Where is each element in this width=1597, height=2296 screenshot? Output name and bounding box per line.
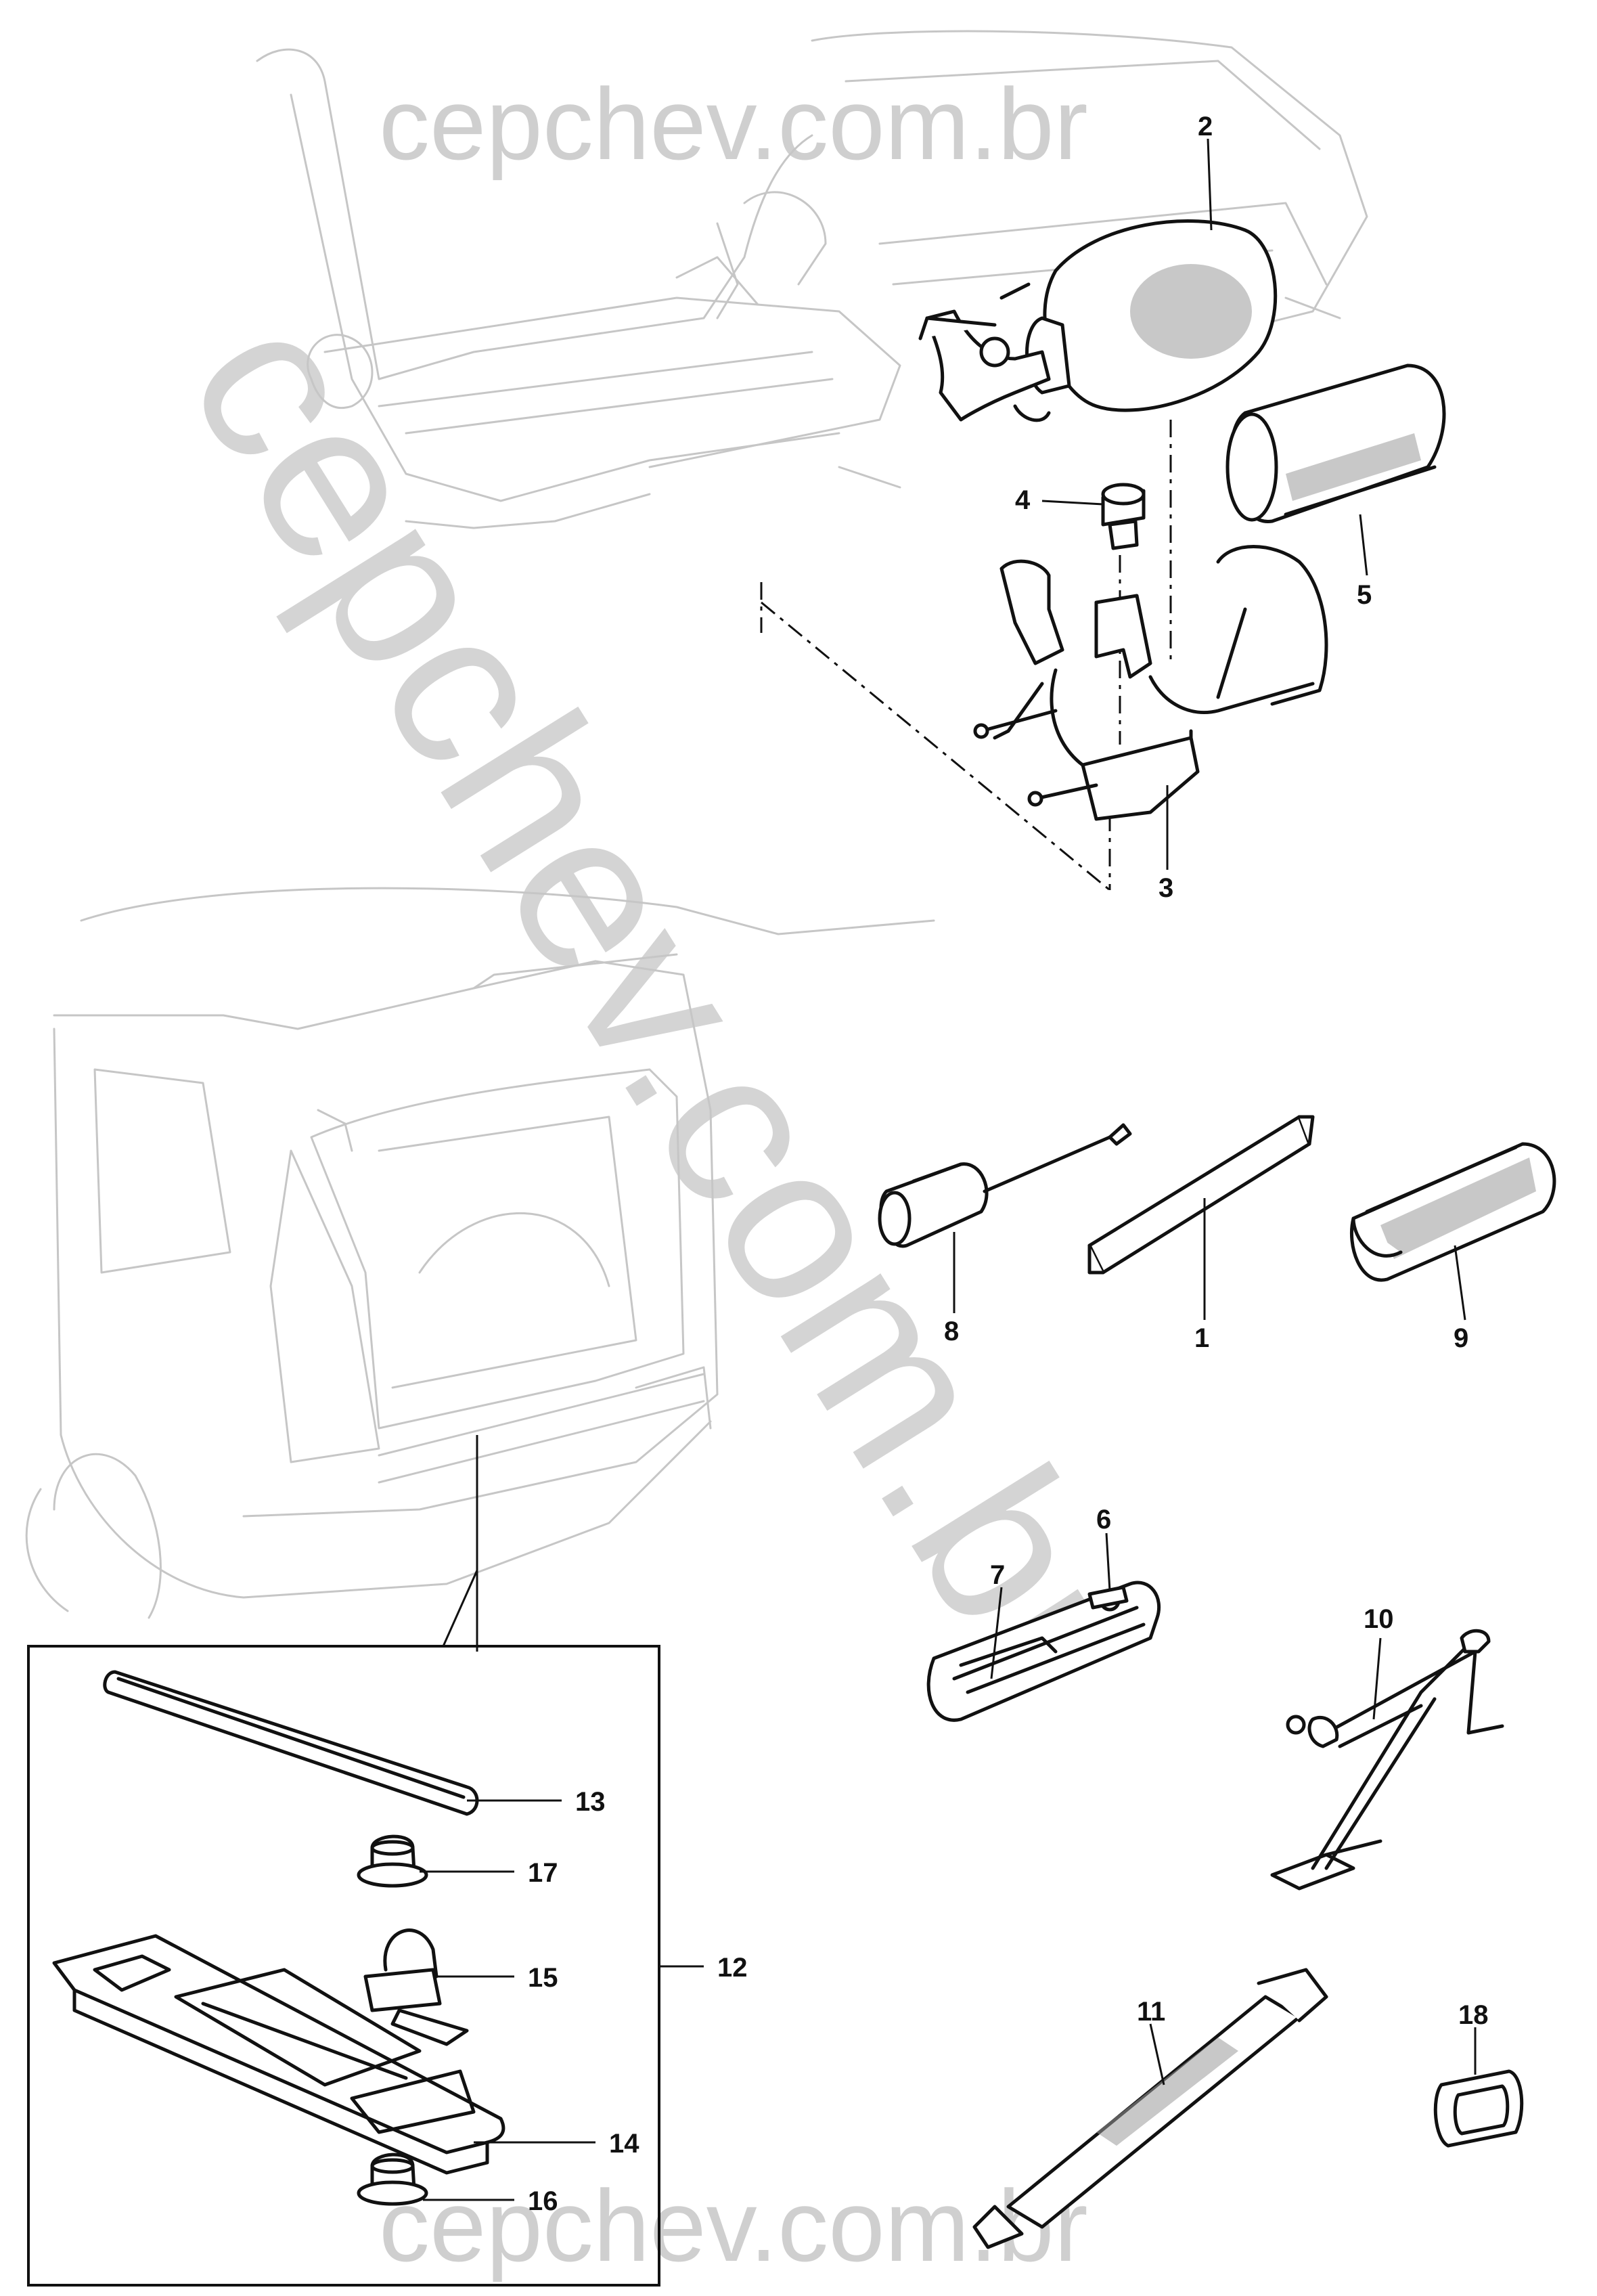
part-storage-case xyxy=(1349,1142,1556,1282)
part-seal-strip xyxy=(103,1670,479,1816)
part-rubber-grommet xyxy=(1433,2069,1524,2148)
callout-labels: 2 4 5 3 8 1 9 6 7 10 11 18 12 13 17 15 1… xyxy=(528,112,1489,2216)
callout-5: 5 xyxy=(1357,580,1372,610)
part-screwdriver xyxy=(878,1123,1132,1248)
callout-2: 2 xyxy=(1198,112,1213,141)
callout-3: 3 xyxy=(1159,873,1173,903)
callout-18: 18 xyxy=(1458,2000,1489,2030)
inset-cargo-kit-box xyxy=(27,1435,704,2287)
callout-15: 15 xyxy=(528,1963,558,1993)
callout-10: 10 xyxy=(1364,1604,1394,1634)
part-sleeve-cover xyxy=(1225,363,1446,523)
callout-14: 14 xyxy=(609,2129,639,2159)
vehicle-rear-context-outline xyxy=(25,887,935,1619)
callout-7: 7 xyxy=(990,1560,1005,1590)
part-tool-tray xyxy=(926,1581,1161,1722)
callout-6: 6 xyxy=(1096,1505,1111,1535)
callout-12: 12 xyxy=(717,1953,748,1983)
part-floor-panel xyxy=(52,1934,505,2175)
part-tie-strap xyxy=(972,1968,1328,2249)
leader-lines xyxy=(420,138,1477,2201)
callout-11: 11 xyxy=(1137,1997,1165,2027)
watermark-bottom: cepchev.com.br xyxy=(379,2169,1088,2282)
callout-1: 1 xyxy=(1194,1323,1209,1353)
part-cap-bottom xyxy=(357,2152,428,2206)
part-fire-extinguisher xyxy=(918,219,1278,422)
watermark-top: cepchev.com.br xyxy=(379,67,1088,181)
callout-16: 16 xyxy=(528,2186,558,2216)
callout-8: 8 xyxy=(944,1317,959,1346)
callout-4: 4 xyxy=(1015,485,1031,515)
callout-17: 17 xyxy=(528,1858,558,1888)
part-mounting-bracket xyxy=(973,545,1328,821)
part-tie-down-hook xyxy=(363,1928,469,2046)
part-cap-top xyxy=(357,1834,428,1888)
part-bolt xyxy=(1101,483,1146,550)
callout-13: 13 xyxy=(575,1787,606,1817)
part-warning-triangle xyxy=(1087,1115,1315,1275)
callout-9: 9 xyxy=(1454,1323,1468,1353)
part-scissor-jack xyxy=(1270,1629,1504,1891)
